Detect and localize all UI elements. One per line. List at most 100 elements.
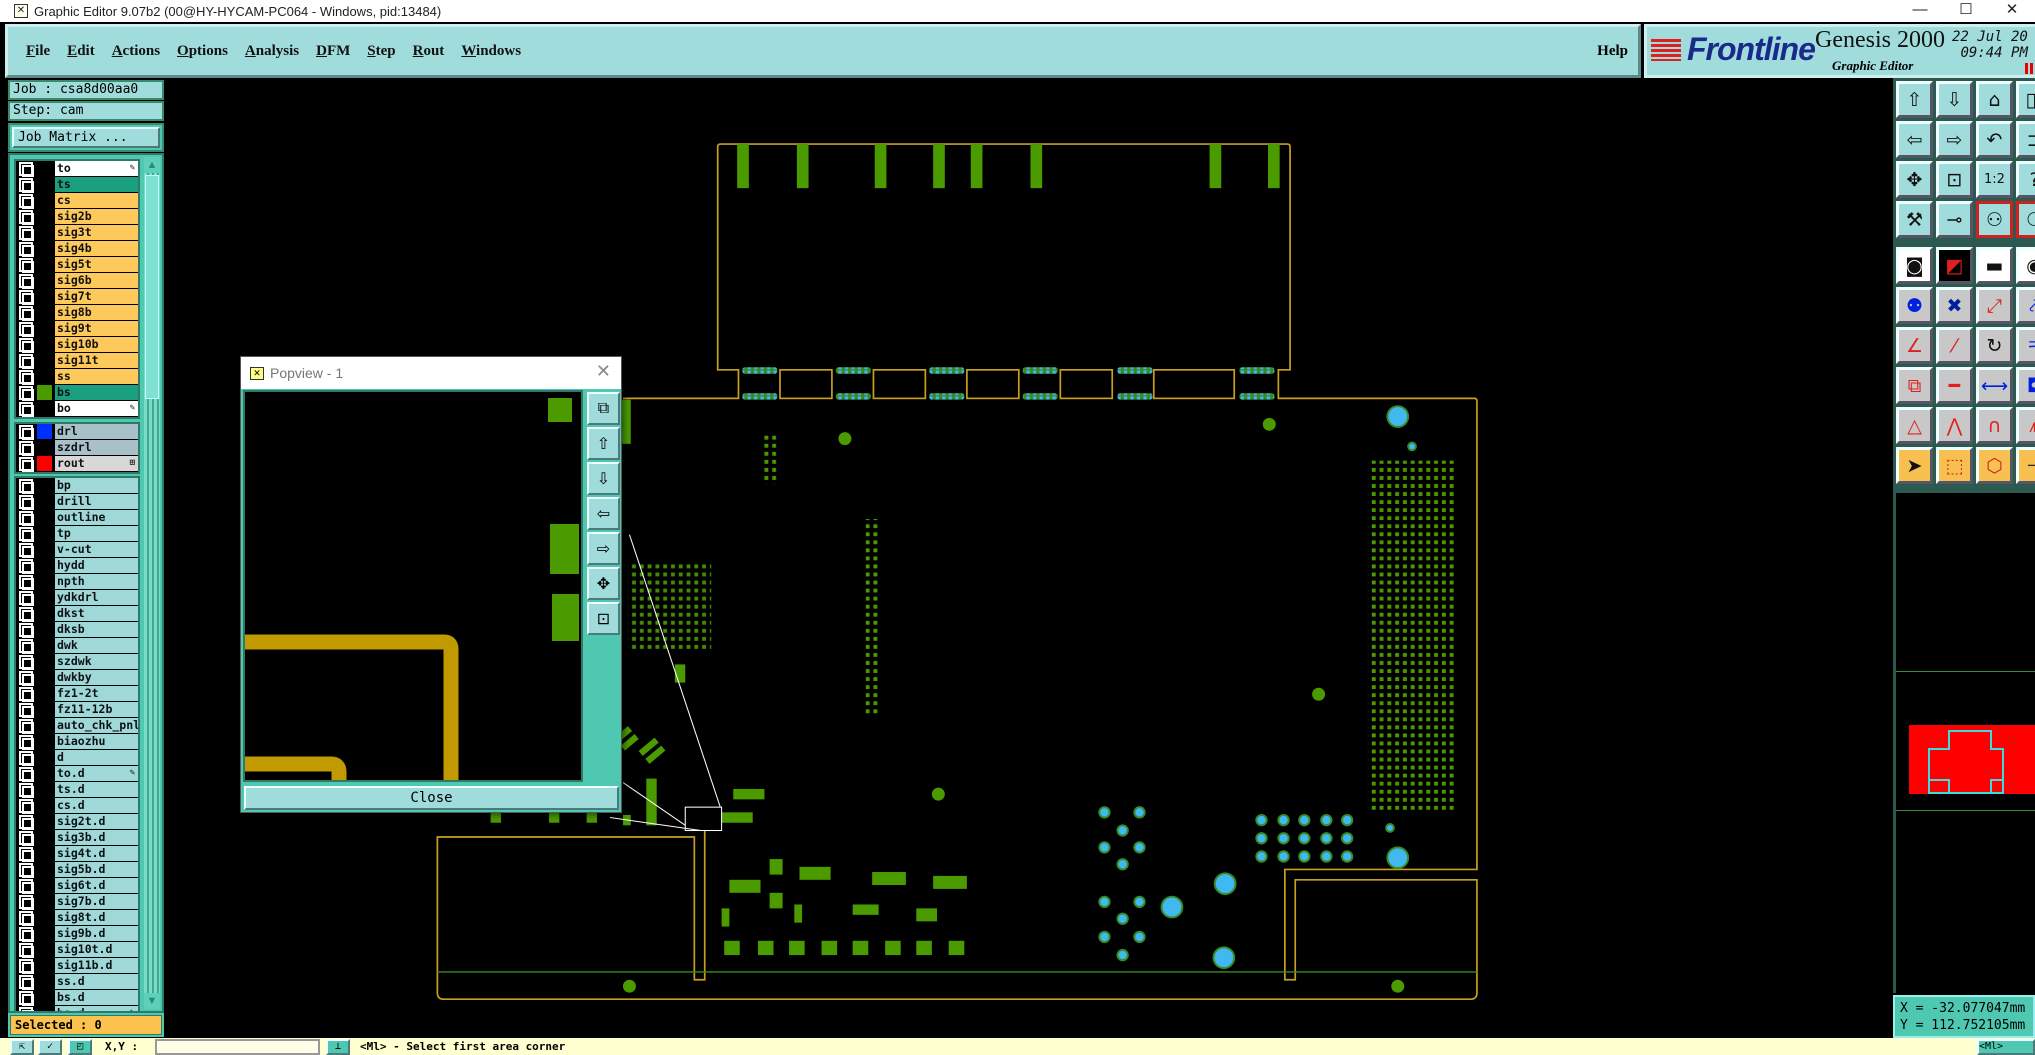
layer-name[interactable]: bs.d (55, 990, 138, 1005)
layer-name[interactable]: bs (55, 385, 138, 400)
layer-row-drl[interactable]: drl (16, 424, 138, 440)
layer-name[interactable]: sig4b (55, 241, 138, 256)
layer-row-dwk[interactable]: dwk (16, 638, 138, 654)
pan-up-icon[interactable]: ⇧ (1896, 81, 1933, 118)
layer-name[interactable]: dksb (55, 622, 138, 637)
popview-pan-left-icon[interactable]: ⇦ (587, 497, 620, 530)
layer-name[interactable]: sig9b.d (55, 926, 138, 941)
popview-close-button[interactable]: Close (244, 786, 619, 810)
layer-row-outline[interactable]: outline (16, 510, 138, 526)
layer-row-to.d[interactable]: to.d✎ (16, 766, 138, 782)
layer-row-bs[interactable]: bs (16, 385, 138, 401)
layer-checkbox[interactable] (19, 718, 34, 734)
layer-name[interactable]: ts (55, 177, 138, 192)
layer-checkbox[interactable] (19, 257, 34, 273)
pan-down-icon[interactable]: ⇩ (1936, 81, 1973, 118)
confirm-button[interactable]: ✓ (38, 1039, 62, 1055)
layer-row-sig4t.d[interactable]: sig4t.d (16, 846, 138, 862)
layer-name[interactable]: ydkdrl (55, 590, 138, 605)
layer-name[interactable]: sig6b (55, 273, 138, 288)
layer-checkbox[interactable] (19, 590, 34, 606)
layer-name[interactable]: to✎ (55, 161, 138, 176)
pause-icon[interactable] (2025, 63, 2033, 74)
layer-checkbox[interactable] (19, 702, 34, 718)
popview-zoom-in-icon[interactable]: ⊡ (587, 602, 620, 635)
zoom-in-icon[interactable]: ⊡ (1936, 161, 1973, 198)
triangle-icon[interactable]: △ (1896, 407, 1933, 444)
layer-row-bs.d[interactable]: bs.d (16, 990, 138, 1006)
layer-row-tp[interactable]: tp (16, 526, 138, 542)
layer-checkbox[interactable] (19, 494, 34, 510)
select-box-icon[interactable]: ⬚ (1936, 447, 1973, 484)
layer-name[interactable]: ss (55, 369, 138, 384)
menu-file[interactable]: File (26, 42, 51, 59)
layer-checkbox[interactable] (19, 574, 34, 590)
layer-checkbox[interactable] (19, 161, 34, 177)
layer-row-bo.d[interactable]: bo.d✎ (16, 1006, 138, 1011)
maximize-button[interactable]: ☐ (1959, 1, 1973, 18)
fillet-icon[interactable]: ㅋ (2016, 327, 2035, 364)
layer-checkbox[interactable] (19, 686, 34, 702)
popview-pan-down-icon[interactable]: ⇩ (587, 462, 620, 495)
arch-icon[interactable]: ∩ (1976, 407, 2013, 444)
cursor-mode-button[interactable]: ⇱ (10, 1039, 34, 1055)
layer-row-cs.d[interactable]: cs.d (16, 798, 138, 814)
layer-row-hydd[interactable]: hydd (16, 558, 138, 574)
layer-row-auto_chk_pnl[interactable]: auto_chk_pnl (16, 718, 138, 734)
layer-row-bp[interactable]: bp (16, 478, 138, 494)
popview-close-icon[interactable]: ✕ (595, 361, 611, 381)
layer-row-sig6t.d[interactable]: sig6t.d (16, 878, 138, 894)
layer-name[interactable]: sig2t.d (55, 814, 138, 829)
layer-name[interactable]: sig11t (55, 353, 138, 368)
layer-row-ss[interactable]: ss (16, 369, 138, 385)
layer-name[interactable]: cs (55, 193, 138, 208)
menu-edit[interactable]: Edit (67, 42, 95, 59)
layer-name[interactable]: tp (55, 526, 138, 541)
layer-row-sig7b.d[interactable]: sig7b.d (16, 894, 138, 910)
layer-row-sig4b[interactable]: sig4b (16, 241, 138, 257)
feature-icon[interactable]: ◉ (2016, 247, 2035, 284)
layer-checkbox[interactable] (19, 542, 34, 558)
layer-checkbox[interactable] (19, 225, 34, 241)
layer-row-bo[interactable]: bo✎ (16, 401, 138, 417)
layer-checkbox[interactable] (19, 734, 34, 750)
layer-row-sig2t.d[interactable]: sig2t.d (16, 814, 138, 830)
layer-name[interactable]: ts.d (55, 782, 138, 797)
layer-name[interactable]: szdrl (55, 440, 138, 455)
layer-row-ts[interactable]: ts (16, 177, 138, 193)
layer-name[interactable]: szdwk (55, 654, 138, 669)
layer-row-sig8b[interactable]: sig8b (16, 305, 138, 321)
layer-row-ts.d[interactable]: ts.d (16, 782, 138, 798)
layer-checkbox[interactable] (19, 385, 34, 401)
layer-row-drill[interactable]: drill (16, 494, 138, 510)
pad-select-icon[interactable]: ◙ (1896, 247, 1933, 284)
layer-checkbox[interactable] (19, 241, 34, 257)
pan-right-icon[interactable]: ⇨ (1936, 121, 1973, 158)
layer-row-dkst[interactable]: dkst (16, 606, 138, 622)
scroll-thumb[interactable] (145, 175, 159, 399)
connect-icon[interactable]: ⚉ (1896, 287, 1933, 324)
layer-name[interactable]: dwk (55, 638, 138, 653)
layer-name[interactable]: to.d✎ (55, 766, 138, 781)
overview-panel[interactable] (1893, 493, 2035, 993)
layer-row-sig10b[interactable]: sig10b (16, 337, 138, 353)
layer-name[interactable]: npth (55, 574, 138, 589)
delete-point-icon[interactable]: ✖ (1936, 287, 1973, 324)
layer-row-sig9t[interactable]: sig9t (16, 321, 138, 337)
snap-icon[interactable]: ⊸ (1936, 201, 1973, 238)
layer-name[interactable]: v-cut (55, 542, 138, 557)
select-polygon-icon[interactable]: ⬡ (1976, 447, 2013, 484)
layer-checkbox[interactable] (19, 353, 34, 369)
layer-checkbox[interactable] (19, 670, 34, 686)
layer-name[interactable]: sig4t.d (55, 846, 138, 861)
layer-name[interactable]: sig3t (55, 225, 138, 240)
layer-row-sig3b.d[interactable]: sig3b.d (16, 830, 138, 846)
layer-name[interactable]: fz11-12b (55, 702, 138, 717)
layer-checkbox[interactable] (19, 526, 34, 542)
ruler-icon[interactable]: ▬ (1976, 247, 2013, 284)
layer-name[interactable]: sig10t.d (55, 942, 138, 957)
layer-name[interactable]: d (55, 750, 138, 765)
angle-icon[interactable]: ∠ (1896, 327, 1933, 364)
layer-checkbox[interactable] (19, 750, 34, 766)
menu-analysis[interactable]: Analysis (244, 42, 300, 59)
